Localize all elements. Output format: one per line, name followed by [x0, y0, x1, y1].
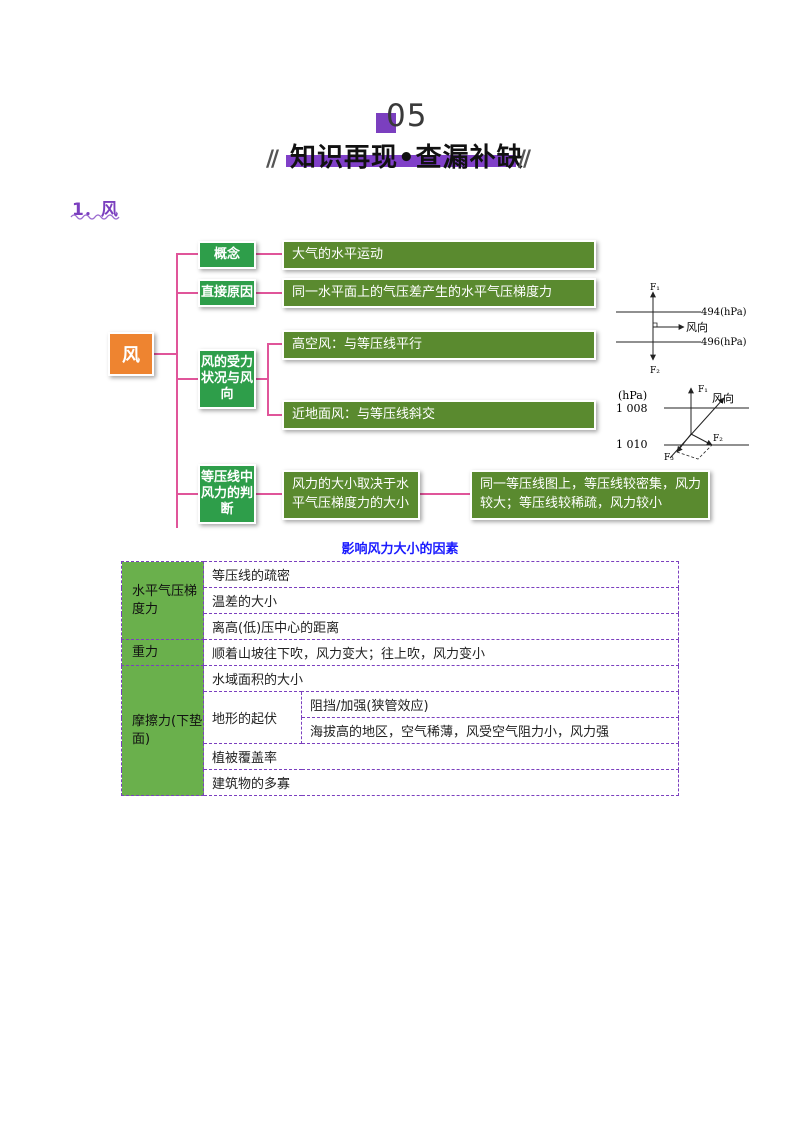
- high-altitude-force-diagram: F₁ F₂ 494(hPa) 496(hPa) 风向: [616, 283, 747, 376]
- right-angle-mark: [653, 322, 658, 327]
- label-f2: F₂: [713, 434, 723, 444]
- connector-concept: [176, 253, 198, 255]
- leaf-high-altitude: 高空风：与等压线平行: [282, 330, 596, 360]
- title-slash-left: //: [266, 147, 279, 172]
- label-wind: 风向: [712, 391, 734, 405]
- factor-item: 水域面积的大小: [203, 665, 679, 692]
- factor-item: 植被覆盖率: [203, 743, 679, 770]
- connector-near-leaf: [267, 414, 282, 416]
- table-row: 离高(低)压中心的距离: [122, 613, 679, 640]
- factor-pressure-gradient: 水平气压梯度力: [121, 561, 204, 640]
- connector-cause: [176, 292, 198, 294]
- leaf-isobar-determinant: 风力的大小取决于水平气压梯度力的大小: [282, 470, 420, 520]
- connector-isobar: [176, 493, 198, 495]
- force-f2-arrow: [690, 433, 713, 446]
- label-f1: F₁: [698, 385, 708, 395]
- force-parallelogram: [676, 444, 713, 460]
- factor-item: 离高(低)压中心的距离: [203, 613, 679, 640]
- connector-isobar-leaf2: [420, 493, 470, 495]
- label-494: 494(hPa): [701, 307, 747, 318]
- label-f3: F₃: [664, 453, 674, 463]
- wind-factors-table: 水平气压梯度力 等压线的疏密 温差的大小 离高(低)压中心的距离 重力 顺着山坡…: [121, 561, 679, 796]
- table-row: 建筑物的多寡: [122, 769, 679, 796]
- table-row: 植被覆盖率: [122, 743, 679, 770]
- table-row: 重力 顺着山坡往下吹，风力变大；往上吹，风力变小: [121, 639, 679, 666]
- table-row: 海拔高的地区，空气稀薄，风受空气阻力小，风力强: [122, 717, 679, 744]
- category-isobar: 等压线中风力的判断: [198, 464, 256, 524]
- chapter-number: 05: [386, 98, 428, 134]
- connector-root: [154, 353, 176, 355]
- connector-isobar-leaf: [256, 493, 282, 495]
- mindmap-root-wind: 风: [108, 332, 154, 376]
- factor-item: 海拔高的地区，空气稀薄，风受空气阻力小，风力强: [301, 717, 679, 744]
- connector-force-branch: [267, 343, 269, 415]
- table-row: 地形的起伏 阻挡/加强(狭管效应): [122, 691, 679, 744]
- table-title: 影响风力大小的因素: [341, 542, 459, 557]
- near-ground-force-diagram: (hPa) 1 008 1 010 F₁ F₂ F₃ 风向: [616, 385, 749, 463]
- factor-item: 阻挡/加强(狭管效应): [301, 691, 679, 718]
- factor-item: 等压线的疏密: [203, 561, 679, 588]
- connector-high-leaf: [267, 343, 282, 345]
- connector-cause-leaf: [256, 292, 282, 294]
- label-1008: 1 008: [616, 402, 648, 415]
- table-row: 摩擦力(下垫面) 水域面积的大小: [121, 665, 679, 796]
- leaf-isobar-density: 同一等压线图上，等压线较密集，风力较大；等压线较稀疏，风力较小: [470, 470, 710, 520]
- connector-trunk: [176, 253, 178, 528]
- connector-force: [176, 378, 198, 380]
- leaf-concept: 大气的水平运动: [282, 240, 596, 270]
- label-wind: 风向: [686, 320, 708, 334]
- table-row: 水平气压梯度力 等压线的疏密: [121, 561, 679, 640]
- page-title: 知识再现•查漏补缺: [290, 143, 524, 173]
- label-f1: F₁: [650, 283, 660, 293]
- factor-terrain: 地形的起伏: [203, 691, 302, 744]
- title-slash-right: //: [518, 147, 531, 172]
- factor-friction: 摩擦力(下垫面): [121, 665, 204, 796]
- factor-item: 建筑物的多寡: [203, 769, 679, 796]
- factor-gravity: 重力: [121, 639, 204, 666]
- table-row: 温差的大小: [122, 587, 679, 614]
- category-force: 风的受力状况与风向: [198, 349, 256, 409]
- section-wave-underline: [70, 214, 120, 220]
- header-accent-square: [376, 113, 396, 133]
- category-direct-cause: 直接原因: [198, 279, 256, 307]
- factor-item: 顺着山坡往下吹，风力变大；往上吹，风力变小: [203, 639, 679, 666]
- section-title: 1．风: [72, 200, 118, 220]
- label-hpa-unit: (hPa): [618, 389, 647, 402]
- wind-direction-arrow: [669, 397, 725, 459]
- leaf-near-ground: 近地面风：与等压线斜交: [282, 400, 596, 430]
- connector-force-mid: [256, 378, 268, 380]
- connector-concept-leaf: [256, 253, 282, 255]
- category-concept: 概念: [198, 241, 256, 269]
- label-496: 496(hPa): [701, 337, 747, 348]
- label-1010: 1 010: [616, 438, 648, 451]
- label-f2: F₂: [650, 366, 660, 376]
- factor-item: 温差的大小: [203, 587, 679, 614]
- leaf-direct-cause: 同一水平面上的气压差产生的水平气压梯度力: [282, 278, 596, 308]
- title-underline-bar: [286, 155, 516, 167]
